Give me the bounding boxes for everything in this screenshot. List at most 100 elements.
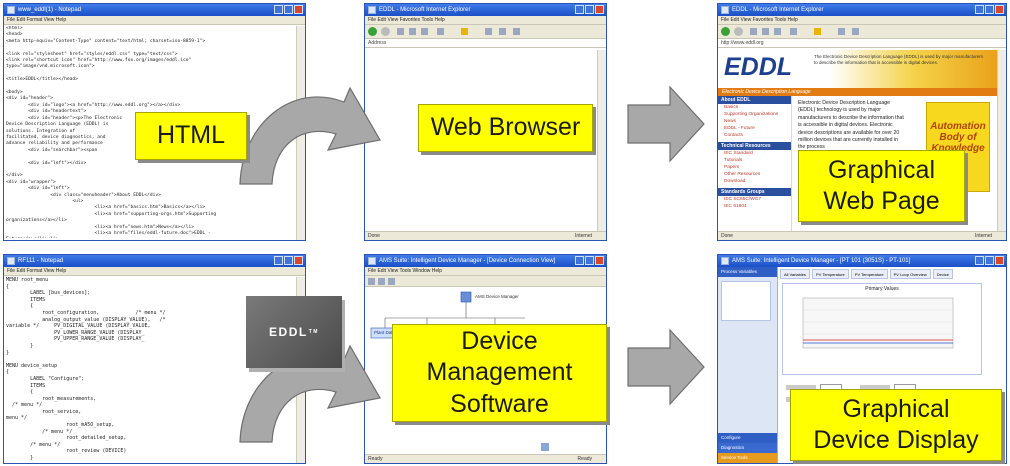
graphical-device-display-line1: Graphical bbox=[842, 394, 950, 423]
device-tab[interactable]: PV Temperature bbox=[850, 269, 888, 279]
site-menu-link[interactable]: Other Resources bbox=[724, 172, 761, 177]
device-left-panel: Process Variables Configure Diagnostics … bbox=[718, 267, 778, 463]
site-menu-link[interactable]: IEC SC65C/WG7 bbox=[724, 197, 762, 202]
ams-tree-root[interactable]: AMS Device Manager bbox=[475, 294, 519, 299]
history-icon[interactable] bbox=[485, 28, 492, 35]
search-icon[interactable] bbox=[437, 28, 444, 35]
stop-icon[interactable] bbox=[750, 28, 757, 35]
ie-blank-titlebar: EDDL - Microsoft Internet Explorer bbox=[365, 4, 606, 16]
device-management-line1: Device bbox=[461, 327, 538, 356]
ie-blank-scrollbar[interactable] bbox=[597, 50, 606, 231]
curved-arrow-top bbox=[239, 86, 381, 185]
ams-manager-status: Ready bbox=[368, 456, 383, 462]
site-menu-link[interactable]: Papers bbox=[724, 165, 740, 170]
eddl-site-logo[interactable]: EDDL bbox=[724, 53, 793, 81]
site-menu-link[interactable]: Supporting Organizations bbox=[724, 112, 779, 117]
maximize-icon[interactable] bbox=[985, 256, 994, 265]
minimize-icon[interactable] bbox=[575, 256, 584, 265]
eddl-notepad-menubar[interactable]: File Edit Format View Help bbox=[4, 267, 305, 276]
ie-site-address-bar[interactable]: http://www.eddl.org bbox=[718, 39, 1006, 48]
close-icon[interactable] bbox=[595, 256, 604, 265]
chart-title: Primary Values bbox=[865, 286, 899, 292]
close-icon[interactable] bbox=[294, 5, 303, 14]
ie-blank-address-bar[interactable]: Address bbox=[365, 39, 606, 48]
back-icon[interactable] bbox=[721, 27, 730, 36]
html-label: HTML bbox=[135, 112, 247, 160]
ie-site-statusbar: Done Internet bbox=[718, 231, 1006, 240]
close-icon[interactable] bbox=[995, 256, 1004, 265]
history-icon[interactable] bbox=[838, 28, 845, 35]
maximize-icon[interactable] bbox=[585, 5, 594, 14]
home-icon[interactable] bbox=[421, 28, 428, 35]
ie-site-toolbar[interactable] bbox=[718, 25, 1006, 39]
maximize-icon[interactable] bbox=[284, 5, 293, 14]
html-notepad-menubar[interactable]: File Edit Format View Help bbox=[4, 16, 305, 25]
site-menu-link[interactable]: Tutorials bbox=[724, 158, 743, 163]
chart-plot bbox=[802, 297, 954, 349]
site-menu-link[interactable]: IEC Standard bbox=[724, 151, 753, 156]
graphical-web-page-label: Graphical Web Page bbox=[798, 150, 965, 222]
close-icon[interactable] bbox=[595, 5, 604, 14]
forward-icon[interactable] bbox=[381, 27, 390, 36]
forward-icon[interactable] bbox=[734, 27, 743, 36]
tool-icon[interactable] bbox=[368, 278, 375, 285]
ie-blank-toolbar[interactable] bbox=[365, 25, 606, 39]
mail-icon[interactable] bbox=[499, 28, 506, 35]
favorites-icon[interactable] bbox=[814, 28, 821, 35]
device-tab[interactable]: All Variables bbox=[780, 269, 810, 279]
back-icon[interactable] bbox=[368, 27, 377, 36]
device-tab[interactable]: PV Temperature bbox=[811, 269, 849, 279]
maximize-icon[interactable] bbox=[985, 5, 994, 14]
ie-blank-title: EDDL - Microsoft Internet Explorer bbox=[379, 7, 471, 13]
site-menu-link[interactable]: Basics bbox=[724, 105, 739, 110]
ie-site-menubar[interactable]: File Edit View Favorites Tools Help bbox=[718, 16, 1006, 25]
eddl-logo-text: EDDL bbox=[269, 325, 308, 339]
site-menu-link[interactable]: IEC 61804 bbox=[724, 204, 747, 209]
refresh-icon[interactable] bbox=[762, 28, 769, 35]
minimize-icon[interactable] bbox=[575, 5, 584, 14]
tool-icon[interactable] bbox=[388, 278, 395, 285]
favorites-icon[interactable] bbox=[461, 28, 468, 35]
device-tab[interactable]: PV Loop Overview bbox=[889, 269, 931, 279]
minimize-icon[interactable] bbox=[274, 5, 283, 14]
tool-icon[interactable] bbox=[378, 278, 385, 285]
graphical-device-display-label: Graphical Device Display bbox=[790, 389, 1002, 461]
home-icon[interactable] bbox=[774, 28, 781, 35]
left-tab-configure[interactable]: Configure bbox=[718, 433, 777, 443]
close-icon[interactable] bbox=[995, 5, 1004, 14]
ams-manager-menubar[interactable]: File Edit View Tools Window Help bbox=[365, 267, 606, 276]
mail-icon[interactable] bbox=[852, 28, 859, 35]
search-icon[interactable] bbox=[790, 28, 797, 35]
device-display-title: AMS Suite: Intelligent Device Manager - … bbox=[732, 258, 911, 264]
html-source-code[interactable]: <html> <head> <meta http-equiv="Content-… bbox=[6, 26, 217, 238]
graphical-web-page-line1: Graphical bbox=[828, 155, 935, 184]
site-menu-link[interactable]: News bbox=[724, 119, 736, 124]
stop-icon[interactable] bbox=[397, 28, 404, 35]
minimize-icon[interactable] bbox=[274, 256, 283, 265]
refresh-icon[interactable] bbox=[409, 28, 416, 35]
device-management-line3: Software bbox=[450, 389, 549, 418]
trademark-mark: TM bbox=[308, 329, 319, 335]
left-tab-service-tools[interactable]: Service Tools bbox=[718, 453, 777, 463]
ie-site-scrollbar[interactable] bbox=[997, 50, 1006, 231]
site-menu-link[interactable]: Download bbox=[724, 179, 746, 184]
ie-blank-menubar[interactable]: File Edit View Favorites Tools Help bbox=[365, 16, 606, 25]
print-icon[interactable] bbox=[513, 28, 520, 35]
maximize-icon[interactable] bbox=[284, 256, 293, 265]
device-tree-box[interactable] bbox=[721, 281, 771, 321]
ie-site-status: Done bbox=[721, 233, 733, 239]
ams-tree-node[interactable]: Plant Database bbox=[374, 330, 405, 335]
site-menu-link[interactable]: Contacts bbox=[724, 133, 743, 138]
device-tab[interactable]: Device bbox=[932, 269, 953, 279]
ie-icon bbox=[368, 6, 376, 14]
ams-manager-toolbar[interactable] bbox=[365, 276, 606, 287]
close-icon[interactable] bbox=[294, 256, 303, 265]
site-menu-link[interactable]: EDDL - Future bbox=[724, 126, 755, 131]
eddl-source-code[interactable]: MENU root_menu { LABEL [bus_devices]; IT… bbox=[6, 277, 166, 461]
left-tab-diagnostics[interactable]: Diagnostics bbox=[718, 443, 777, 453]
maximize-icon[interactable] bbox=[585, 256, 594, 265]
minimize-icon[interactable] bbox=[975, 5, 984, 14]
minimize-icon[interactable] bbox=[975, 256, 984, 265]
ams-manager-statusbar: Ready Ready bbox=[365, 454, 606, 463]
